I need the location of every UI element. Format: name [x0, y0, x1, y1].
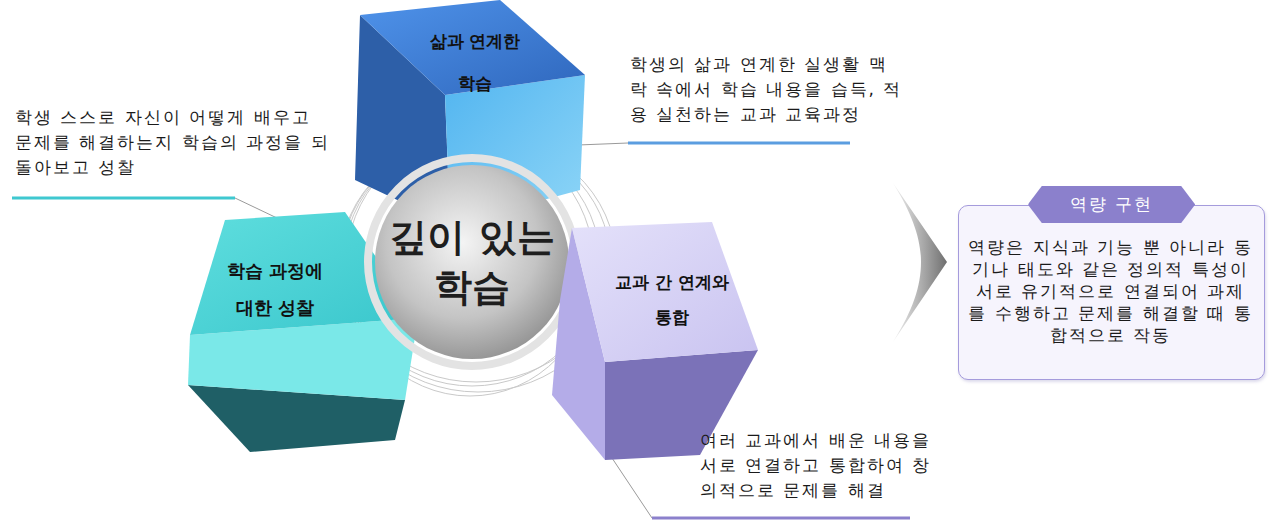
underline-bar — [652, 517, 910, 520]
competency-box: 역량 구현역량은 지식과 기능 뿐 아니라 동기나 태도와 같은 정의적 특성이… — [958, 205, 1265, 380]
heading-tab: 역량 구현 — [1028, 186, 1195, 223]
description-note: 여러 교과에서 배운 내용을 서로 연결하고 통합하여 창의적으로 문제를 해결 — [700, 428, 942, 503]
leader-line — [578, 143, 628, 145]
underline-bar — [628, 142, 850, 145]
cube-node: 교과 간 연계와 통합 — [545, 215, 765, 465]
circle-fill — [375, 165, 569, 359]
leader-line — [612, 458, 652, 518]
cube-label: 삶과 연계한 학습 — [419, 20, 531, 104]
underline-bar — [12, 197, 235, 200]
description-note: 학생 스스로 자신이 어떻게 배우고 문제를 해결하는지 학습의 과정을 되돌아… — [15, 105, 337, 180]
description-note: 학생의 삶과 연계한 실생활 맥락 속에서 학습 내용을 습득, 적용 실천하는… — [630, 52, 905, 127]
center-title: 깊이 있는 학습 — [372, 212, 572, 312]
cube-label: 교과 간 연계와 통합 — [606, 265, 738, 335]
center-circle: 깊이 있는 학습 — [367, 157, 577, 367]
cube-shape — [545, 215, 765, 465]
cube-face — [572, 222, 758, 362]
circle-shape — [367, 157, 577, 367]
body-text: 역량은 지식과 기능 뿐 아니라 동기나 태도와 같은 정의적 특성이 서로 유… — [967, 236, 1254, 346]
circle-ring — [368, 158, 576, 366]
cube-label: 학습 과정에 대한 성찰 — [215, 252, 335, 326]
flow-arrow — [893, 183, 947, 342]
